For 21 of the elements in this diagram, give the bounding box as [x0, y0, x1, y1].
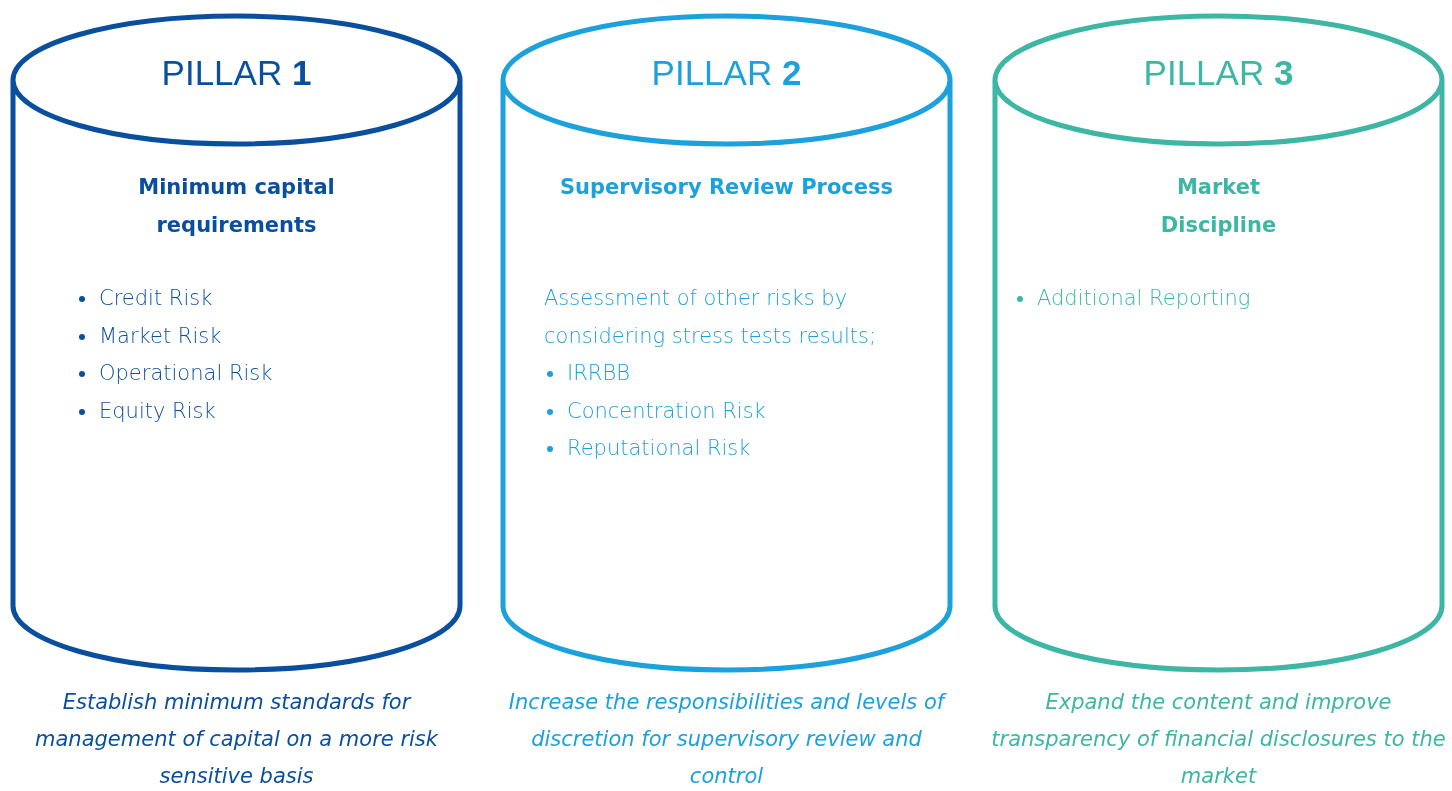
list-item-text: Additional Reporting: [1037, 286, 1251, 310]
cylinder: [500, 13, 953, 673]
list-item-text: Concentration Risk: [567, 398, 766, 423]
pillar-title: PILLAR 1: [160, 53, 313, 93]
description-text: Assessment of other risks by considering stress tests results;: [544, 285, 877, 350]
pillar-caption: Expand the content and improve transparency of financial disclosures to the market: [990, 689, 1447, 790]
pillar-heading: Minimum capital requirements: [137, 174, 336, 239]
pillar-caption: Increase the responsibilities and levels of discretion for supervisory review and control: [507, 689, 948, 790]
pillar-heading: Supervisory Review Process: [559, 174, 894, 201]
list-item-text: Market Risk: [99, 323, 222, 348]
pillar-title: PILLAR 2: [650, 53, 803, 93]
cylinder: [992, 13, 1445, 673]
pillar-heading: Market Discipline: [1159, 174, 1278, 239]
pillar-caption: Establish minimum standards for management of capital on a more risk sensitive basis: [34, 689, 439, 790]
list-item-text: IRRBB: [567, 361, 630, 385]
list-item-text: Reputational Risk: [567, 436, 751, 460]
cylinder: [10, 13, 463, 673]
list-item-text: Operational Risk: [99, 361, 273, 385]
pillar-title: PILLAR 3: [1142, 53, 1295, 93]
list-item-text: Credit Risk: [99, 286, 213, 310]
list-item-text: Equity Risk: [99, 398, 216, 423]
